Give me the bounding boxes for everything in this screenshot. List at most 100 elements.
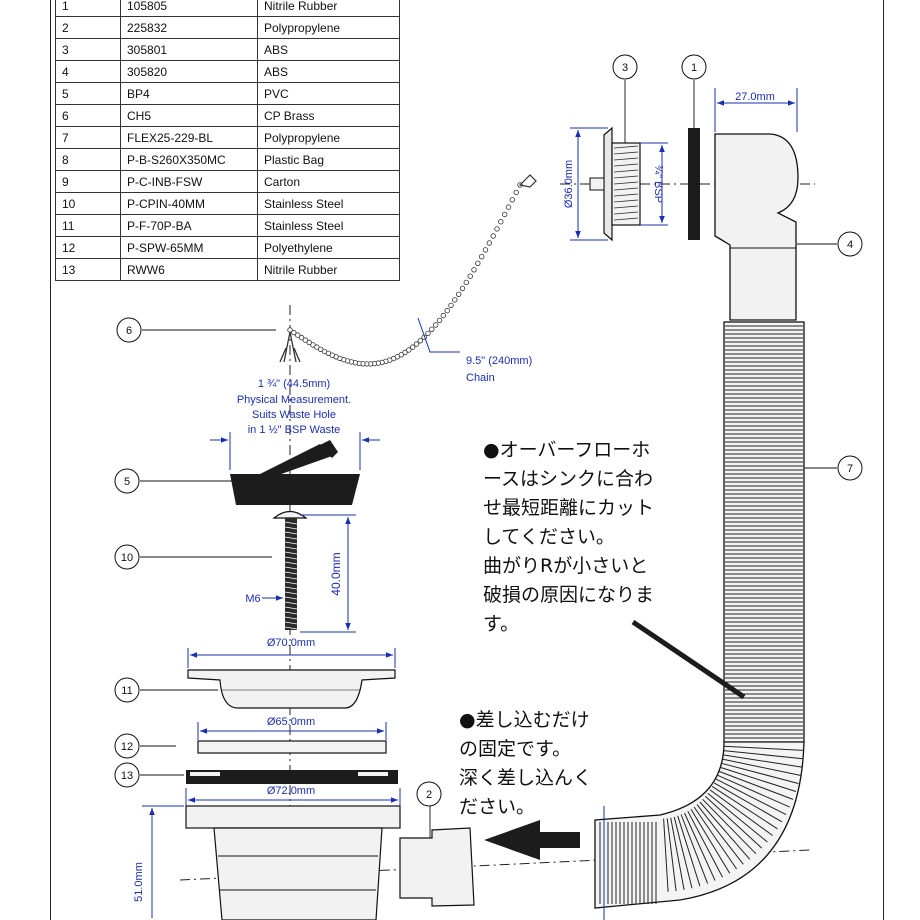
dim-thread: ¾" BSP bbox=[652, 165, 664, 203]
chain-bead bbox=[505, 204, 512, 210]
chain-bead bbox=[486, 240, 492, 246]
dim-overflow-diameter: Ø36.0mm bbox=[563, 160, 575, 208]
parts-table-cell-material: Polypropylene bbox=[257, 126, 400, 149]
chain-bead bbox=[494, 226, 500, 232]
chain-bead bbox=[287, 327, 293, 333]
parts-table-cell-material: Polyethylene bbox=[257, 236, 400, 259]
chain-bead bbox=[502, 211, 508, 218]
insert-fix-note: ●差し込むだけ の固定です。 深く差し込んく ださい。 bbox=[459, 709, 593, 818]
callout-11-label: 11 bbox=[121, 685, 132, 697]
chain-bead bbox=[467, 273, 473, 279]
callout-4-label: 4 bbox=[847, 239, 853, 251]
hose-cut-note: ●オーバーフローホ ースはシンクに合わ せ最短距離にカット してください。 曲が… bbox=[483, 439, 655, 635]
callout-6-label: 6 bbox=[126, 325, 132, 337]
overflow-elbow-part-4 bbox=[714, 133, 799, 321]
chain-bead bbox=[452, 297, 458, 303]
dim-washer-diameter: Ø65.0mm bbox=[267, 716, 315, 728]
parts-table-cell-code: RWW6 bbox=[120, 258, 258, 281]
callout-1: 1 bbox=[681, 54, 707, 80]
dim-plug-note-1: Physical Measurement. bbox=[237, 394, 351, 406]
chain-bead bbox=[444, 307, 450, 314]
chain-bead bbox=[402, 349, 408, 356]
overflow-washer-part-1 bbox=[688, 128, 700, 240]
gasket-part-13 bbox=[186, 770, 398, 784]
chain-bead bbox=[482, 247, 489, 253]
chain-bead bbox=[471, 267, 477, 273]
chain-bead bbox=[306, 339, 312, 346]
chain-bead bbox=[436, 317, 443, 324]
parts-table-cell-material: Plastic Bag bbox=[257, 148, 400, 171]
parts-table-cell-code: P-C-INB-FSW bbox=[120, 170, 258, 193]
callout-2-label: 2 bbox=[426, 789, 432, 801]
chain-bead bbox=[448, 302, 454, 309]
parts-table-cell-material: Carton bbox=[257, 170, 400, 193]
callout-7: 7 bbox=[837, 455, 863, 481]
chain-bead bbox=[310, 342, 316, 348]
dim-screw-thread: M6 bbox=[245, 593, 260, 605]
drawing-frame bbox=[50, 0, 884, 920]
callout-12: 12 bbox=[114, 733, 140, 759]
screw-part-10 bbox=[272, 510, 308, 630]
chain-bead bbox=[498, 218, 504, 225]
callout-3-label: 3 bbox=[622, 62, 628, 74]
parts-table-cell-no: 13 bbox=[55, 258, 121, 281]
dim-body-height: 51.0mm bbox=[133, 862, 145, 902]
dim-plug-note-2: Suits Waste Hole bbox=[252, 409, 336, 421]
chain-bead bbox=[513, 189, 519, 196]
callout-5-label: 5 bbox=[124, 476, 130, 488]
waste-body-part-2 bbox=[185, 805, 475, 920]
dim-chain-length: 9.5" (240mm) bbox=[466, 355, 532, 367]
chain-bead bbox=[417, 338, 423, 344]
callout-4: 4 bbox=[837, 231, 863, 257]
chain-bead bbox=[302, 337, 308, 343]
dim-body-diameter: Ø72.0mm bbox=[267, 785, 315, 797]
dim-chain-label: Chain bbox=[466, 372, 495, 384]
bead-chain-part-6 bbox=[287, 182, 523, 367]
callout-12-label: 12 bbox=[121, 741, 133, 753]
chain-bead bbox=[433, 322, 439, 328]
callout-13-label: 13 bbox=[121, 770, 133, 782]
insert-arrow bbox=[484, 820, 580, 860]
parts-table-cell-code: FLEX25-229-BL bbox=[120, 126, 258, 149]
overflow-hose-part-7 bbox=[594, 321, 805, 909]
callout-6: 6 bbox=[116, 317, 142, 343]
callout-13: 13 bbox=[114, 762, 140, 788]
flange-part-11 bbox=[187, 669, 396, 709]
chain-bead bbox=[318, 346, 324, 352]
chain-bead bbox=[509, 197, 515, 203]
chain-bead bbox=[413, 341, 420, 347]
callout-2: 2 bbox=[416, 781, 442, 807]
callout-7-label: 7 bbox=[847, 463, 853, 475]
dim-overflow-width: 27.0mm bbox=[735, 91, 775, 103]
dim-flange-diameter: Ø70.0mm bbox=[267, 637, 315, 649]
chain-bead bbox=[459, 285, 466, 292]
chain-bead bbox=[406, 347, 412, 353]
callout-10-label: 10 bbox=[121, 552, 133, 564]
hose-note-pointer bbox=[631, 619, 746, 700]
chain-bead bbox=[440, 312, 446, 319]
callout-3: 3 bbox=[612, 54, 638, 80]
parts-table-cell-code: 305820 bbox=[120, 60, 258, 83]
parts-table-cell-code: P-B-S260X350MC bbox=[120, 148, 258, 171]
chain-bead bbox=[410, 344, 416, 350]
callout-1-label: 1 bbox=[691, 62, 697, 74]
dim-plug-note-3: in 1 ½" BSP Waste bbox=[248, 424, 341, 436]
chain-bead bbox=[456, 291, 462, 297]
callout-5: 5 bbox=[114, 468, 140, 494]
chain-bead bbox=[291, 329, 297, 336]
callout-11: 11 bbox=[114, 677, 140, 703]
chain-bead bbox=[479, 254, 485, 260]
chain-bead bbox=[425, 330, 431, 337]
dim-plug-size: 1 ¾" (44.5mm) bbox=[258, 378, 330, 390]
callout-10: 10 bbox=[114, 544, 140, 570]
